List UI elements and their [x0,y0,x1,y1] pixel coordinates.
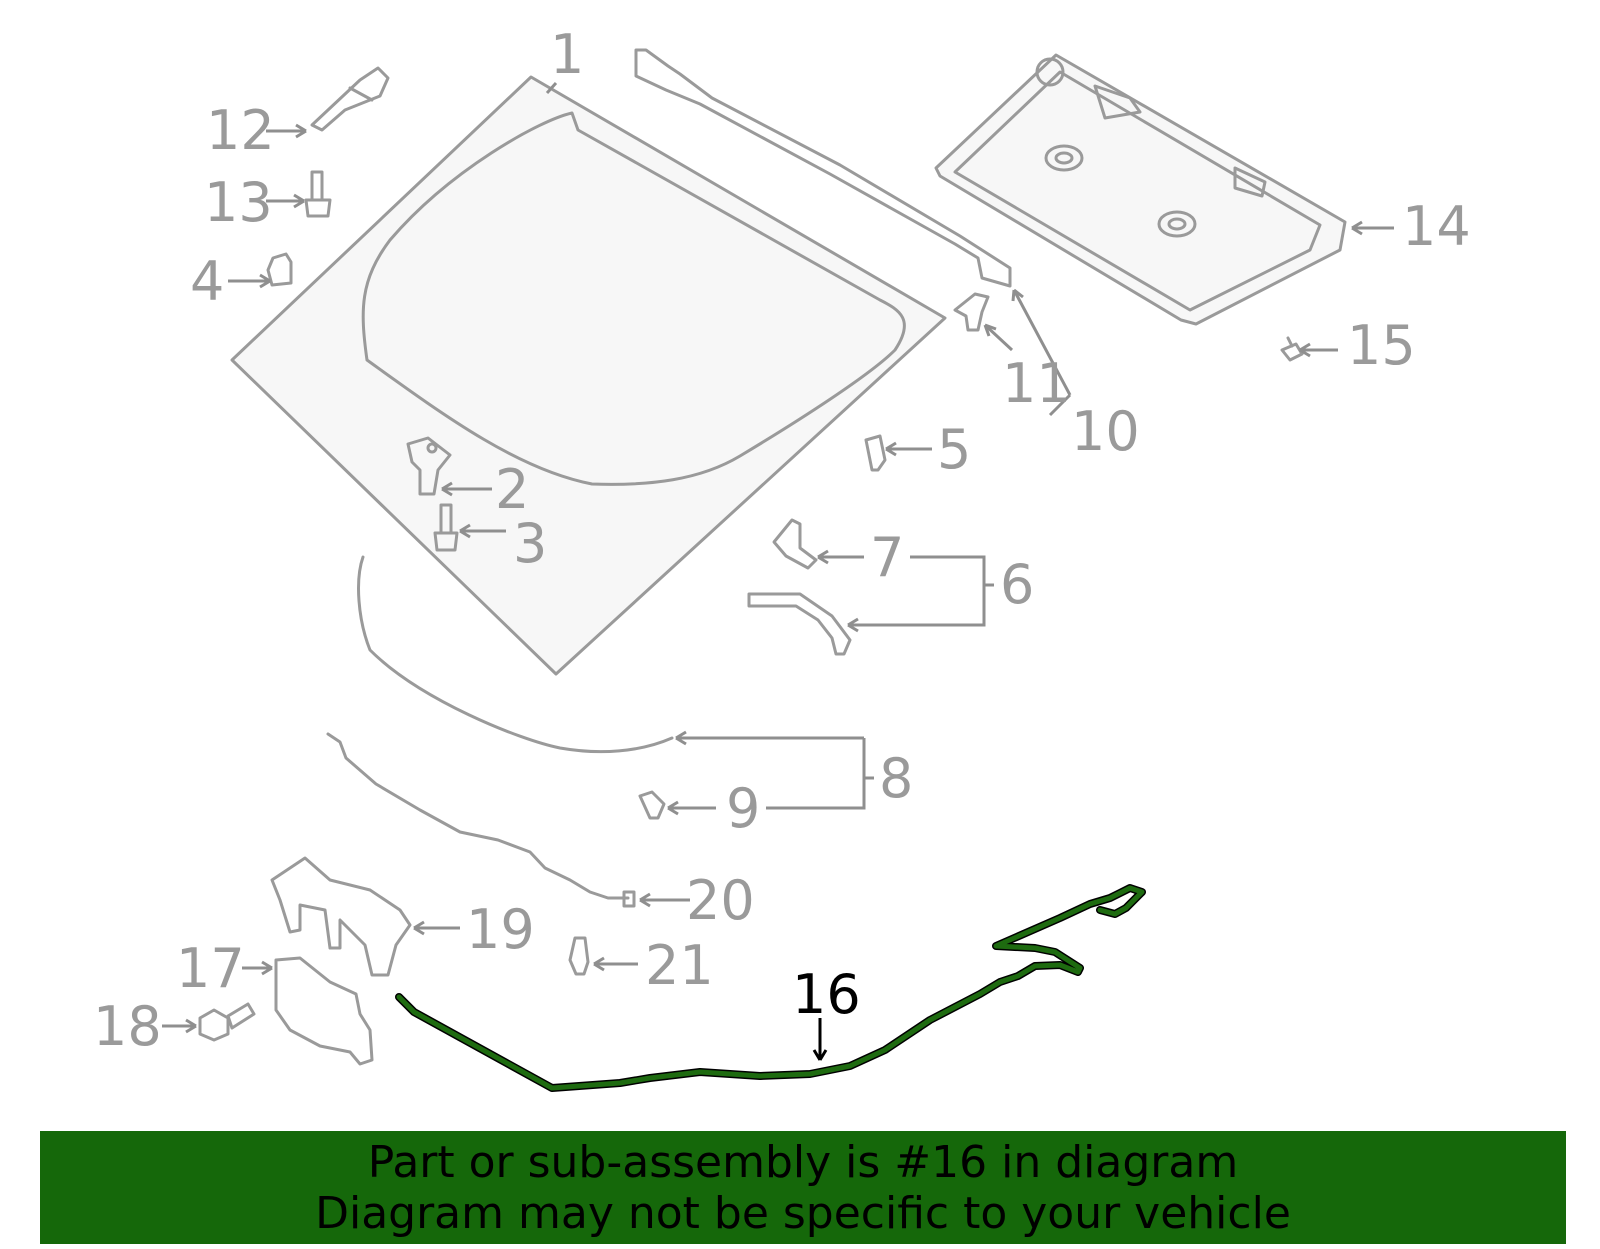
part-14-trim-panel [934,53,1347,326]
callout-12: 12 [206,99,275,162]
part-6-molding [747,592,852,656]
callout-21: 21 [645,934,714,997]
part-13-bolt [304,170,332,218]
callout-18: 18 [93,995,162,1058]
part-20-harness [326,732,630,900]
part-15-clip [1280,336,1304,362]
callout-2: 2 [495,458,529,521]
callout-4: 4 [190,250,224,313]
part-11-clip [953,292,990,332]
callout-11: 11 [1002,352,1071,415]
callout-5: 5 [937,418,971,481]
part-8-weatherstrip [357,555,674,754]
callout-14: 14 [1402,195,1471,258]
callout-8: 8 [879,747,913,810]
callout-19: 19 [466,898,535,961]
part-20-connector [622,890,636,908]
part-info-banner: Part or sub-assembly is #16 in diagram D… [40,1131,1566,1244]
part-12-bracket [310,66,390,132]
banner-line-1: Part or sub-assembly is #16 in diagram [367,1136,1239,1188]
callout-13: 13 [204,171,273,234]
callout-9: 9 [726,777,760,840]
part-1-liftgate-panel [230,75,947,676]
callout-1: 1 [550,23,584,86]
callout-20: 20 [686,869,755,932]
part-21-clip [568,936,590,976]
callout-16: 16 [792,963,861,1026]
callout-10: 10 [1071,400,1140,463]
part-9-clip [638,790,666,820]
part-2-striker-bracket [406,436,452,496]
callout-7: 7 [870,526,904,589]
callout-6: 6 [1000,553,1034,616]
part-10-strut [634,48,1012,288]
banner-line-2: Diagram may not be specific to your vehi… [315,1187,1291,1239]
callout-15: 15 [1347,314,1416,377]
part-7-clip [772,518,818,570]
callout-labels: 1 12 13 4 2 3 5 11 10 14 15 7 6 8 9 20 1… [93,23,1471,1058]
part-18-bolt [198,1002,256,1042]
part-16-release-cable [395,884,1146,1092]
part-5-bumper [864,434,887,472]
leader-lines [162,81,1394,1061]
part-19-bracket [270,856,412,977]
callout-3: 3 [513,512,547,575]
callout-17: 17 [176,937,245,1000]
part-4-nut [266,252,293,287]
part-17-latch [274,956,374,1066]
part-3-bolt [433,503,459,552]
